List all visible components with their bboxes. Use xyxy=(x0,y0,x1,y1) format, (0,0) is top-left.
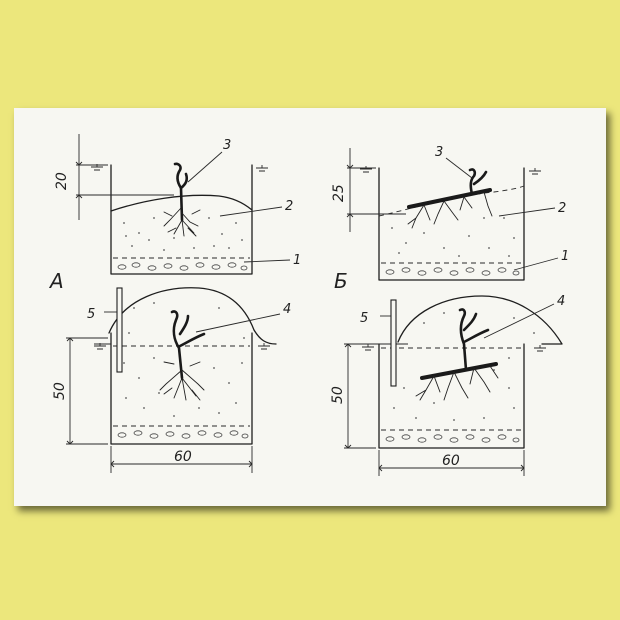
pit-b-top-drainage xyxy=(385,267,520,276)
pit-b-bottom-mound xyxy=(397,295,563,345)
callout-b-5: 5 xyxy=(360,311,368,326)
panel-b-bottom: 5 4 50 60 xyxy=(330,294,565,476)
dim-b-top-label: 25 xyxy=(331,184,347,202)
dim-b-bottom-depth-label: 50 xyxy=(330,386,346,404)
planting-diagram: 20 3 2 1 А xyxy=(48,134,569,476)
callout-a-2: 2 xyxy=(285,199,293,214)
pit-a-bottom-drainage xyxy=(117,430,249,439)
seedling-a-top xyxy=(163,162,201,237)
panel-letter-a: А xyxy=(48,269,64,293)
dim-b-bottom-depth: 50 xyxy=(330,343,376,449)
pit-b-bottom-soil-dots xyxy=(391,312,535,421)
dim-a-bottom-depth-label: 50 xyxy=(52,382,68,400)
callout-a-3: 3 xyxy=(223,138,231,153)
callout-b-4: 4 xyxy=(557,294,565,309)
panel-letter-b: Б xyxy=(334,269,348,293)
pit-a-top-drainage xyxy=(117,262,248,271)
diagram-card: 20 3 2 1 А xyxy=(14,108,606,506)
dim-b-top: 25 xyxy=(331,148,406,232)
callout-a-4: 4 xyxy=(283,302,291,317)
dim-a-top-label: 20 xyxy=(54,172,70,190)
dim-b-bottom-width: 60 xyxy=(378,450,525,476)
callout-b-1: 1 xyxy=(561,249,569,264)
callout-b-2: 2 xyxy=(558,201,566,216)
dim-a-bottom-width-label: 60 xyxy=(174,449,192,465)
pit-a-bottom-mound xyxy=(108,287,277,345)
seedling-a-bottom xyxy=(159,310,206,401)
pit-a-bottom-walls xyxy=(110,332,253,445)
panel-a-bottom: 5 4 50 60 xyxy=(52,287,291,473)
dim-a-bottom-width: 60 xyxy=(110,446,253,473)
pit-b-top-soil-dots xyxy=(391,217,515,257)
pit-b-bottom-drainage xyxy=(385,434,520,443)
seedling-b-bottom xyxy=(415,308,499,401)
callout-a-1: 1 xyxy=(293,253,301,268)
pit-a-top-walls xyxy=(110,164,253,275)
pit-a-bottom-soil-dots xyxy=(123,302,245,417)
pit-b-top-walls xyxy=(378,167,525,281)
dim-a-bottom-depth: 50 xyxy=(52,337,108,445)
callout-b-3: 3 xyxy=(435,145,443,160)
panel-b-top: 25 3 2 1 xyxy=(331,145,569,281)
pit-b-bottom-walls xyxy=(378,343,525,449)
pit-a-top-soil-surface xyxy=(110,194,253,212)
stake-a xyxy=(116,287,123,373)
pit-a-top-soil-dots xyxy=(123,217,243,251)
dim-a-top: 20 xyxy=(54,134,174,220)
dim-b-bottom-width-label: 60 xyxy=(442,453,460,469)
stake-b xyxy=(390,299,397,387)
seedling-b-top xyxy=(407,168,493,229)
callout-a-5: 5 xyxy=(87,307,95,322)
panel-a-top: 20 3 2 1 xyxy=(54,134,301,275)
